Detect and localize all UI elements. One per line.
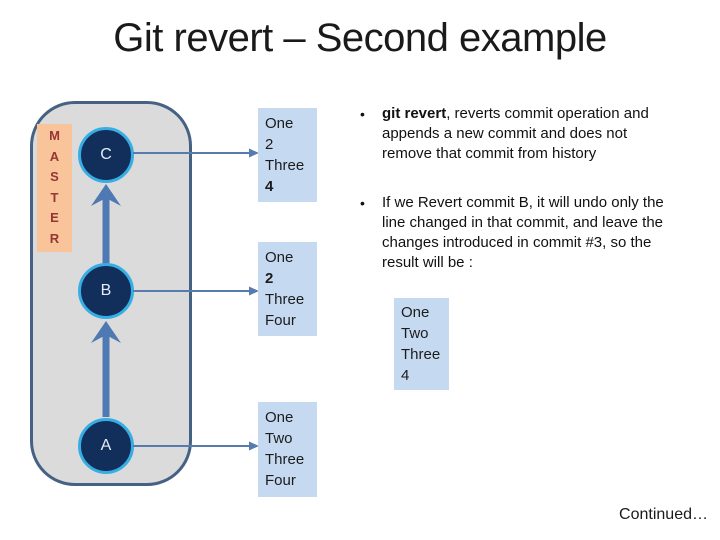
file-line: Three: [401, 346, 441, 363]
bullet-item: • If we Revert commit B, it will undo on…: [352, 193, 692, 273]
file-line: One: [401, 304, 430, 321]
bullet-icon: •: [360, 106, 365, 122]
file-content-box-a: One Two Three Four: [258, 402, 317, 497]
bullet-text: If we Revert commit B, it will undo only…: [382, 193, 674, 273]
commit-node-b: B: [78, 263, 134, 319]
arrow-right-icon: [133, 148, 259, 158]
commit-node-c: C: [78, 127, 134, 183]
file-line: Four: [265, 312, 296, 329]
arrow-up-icon: [91, 321, 121, 417]
file-line: Three: [265, 291, 305, 308]
result-file-box: One Two Three 4: [394, 298, 449, 390]
bullet-icon: •: [360, 195, 365, 211]
slide-title: Git revert – Second example: [113, 16, 607, 60]
file-line: Three: [265, 451, 305, 468]
bullet-rest: If we Revert commit B, it will undo only…: [382, 194, 664, 271]
bullet-lead: git revert: [382, 105, 447, 122]
file-line: Two: [401, 325, 429, 342]
file-line: 4: [265, 178, 274, 195]
file-line: Two: [265, 430, 293, 447]
file-line: 2: [265, 270, 274, 287]
file-line: One: [265, 409, 294, 426]
file-line: One: [265, 249, 294, 266]
commit-node-a: A: [78, 418, 134, 474]
arrow-right-icon: [133, 286, 259, 296]
arrow-up-icon: [91, 184, 121, 264]
file-line: Four: [265, 472, 296, 489]
bullet-rest: , reverts commit operation and appends a…: [382, 105, 649, 162]
file-content-box-c: One 2 Three 4: [258, 108, 317, 202]
notes-list: • git revert, reverts commit operation a…: [352, 104, 692, 273]
commit-label: A: [100, 437, 112, 454]
file-line: 4: [401, 367, 410, 384]
file-line: 2: [265, 136, 274, 153]
continued-label: Continued…: [619, 506, 708, 523]
file-line: Three: [265, 157, 305, 174]
arrow-right-icon: [133, 441, 259, 451]
file-content-box-b: One 2 Three Four: [258, 242, 317, 336]
bullet-item: • git revert, reverts commit operation a…: [352, 104, 692, 164]
commit-label: C: [100, 146, 112, 163]
bullet-text: git revert, reverts commit operation and…: [382, 104, 674, 164]
file-line: One: [265, 115, 294, 132]
commit-label: B: [100, 282, 112, 299]
master-branch-label: M A S T E R: [37, 124, 72, 252]
